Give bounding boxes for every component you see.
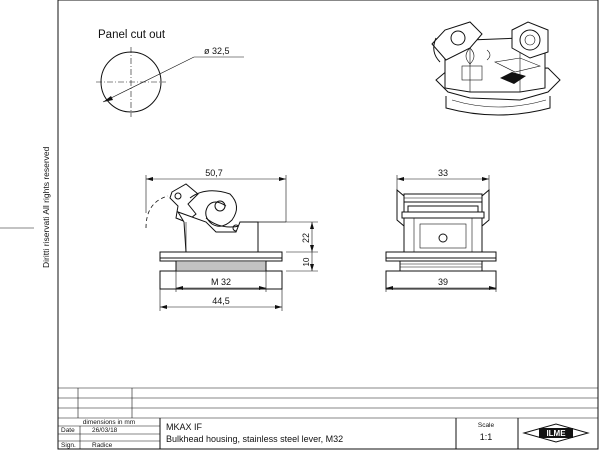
thread-label: M 32 xyxy=(211,277,231,287)
date-value: 26/03/18 xyxy=(92,427,118,434)
side-height-lower-label: 10 xyxy=(302,257,311,266)
product-description: Bulkhead housing, stainless steel lever,… xyxy=(166,434,343,444)
sign-value: Radice xyxy=(92,442,113,449)
product-code: MKAX IF xyxy=(166,422,203,432)
side-height-upper-label: 22 xyxy=(301,233,311,243)
front-width-bottom-label: 39 xyxy=(438,277,448,287)
sheet-border xyxy=(57,0,599,450)
rights-reserved-note: Diritti riservati All rights reserved xyxy=(41,146,51,268)
front-width-top-label: 33 xyxy=(438,168,448,178)
svg-text:ILME: ILME xyxy=(546,429,566,438)
title-block-grid xyxy=(58,387,598,449)
units-note: dimensions in mm xyxy=(83,419,135,426)
cutout-diameter-label: ø 32,5 xyxy=(204,46,230,56)
ilme-logo: ILME xyxy=(522,423,590,443)
panel-cutout-circle xyxy=(96,47,244,117)
panel-cutout-title: Panel cut out xyxy=(98,29,166,41)
scale-label: Scale xyxy=(478,422,495,429)
front-view-drawing xyxy=(385,175,497,292)
date-label: Date xyxy=(61,427,75,434)
side-width-bottom-label: 44,5 xyxy=(212,296,230,306)
side-width-top-label: 50,7 xyxy=(205,168,223,178)
side-view-drawing xyxy=(145,175,318,311)
product-isometric-image xyxy=(431,21,561,116)
scale-value: 1:1 xyxy=(480,432,493,442)
sign-label: Sign. xyxy=(61,442,76,449)
